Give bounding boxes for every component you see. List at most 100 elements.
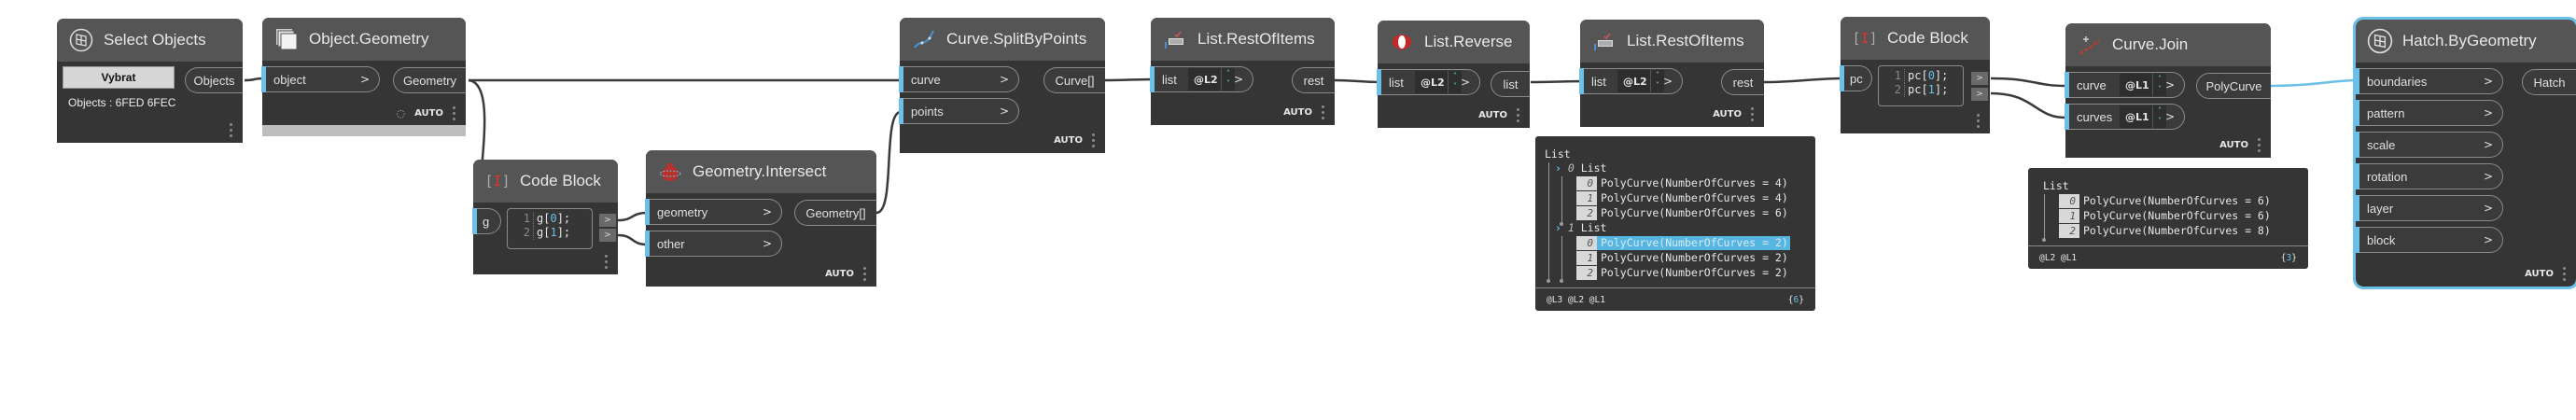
- output-port-geometry-array[interactable]: Geometry[]: [794, 200, 876, 226]
- input-port-pattern[interactable]: pattern>: [2355, 100, 2503, 126]
- lacing-level-selector[interactable]: @L1˄˅: [2120, 74, 2166, 96]
- node-list-rest-of-items-2[interactable]: List.RestOfItems list @L2˄˅ > rest AUTO: [1579, 20, 1764, 127]
- list-group-0[interactable]: › 0 List: [1555, 161, 1607, 175]
- input-port-rotation[interactable]: rotation>: [2355, 163, 2503, 189]
- node-header[interactable]: Curve.SplitByPoints: [900, 18, 1105, 61]
- input-port-block[interactable]: block>: [2355, 227, 2503, 253]
- output-port-objects[interactable]: Objects: [185, 67, 243, 93]
- input-port-curve[interactable]: curve @L1˄˅ >: [2065, 72, 2185, 98]
- level-spinner-icon[interactable]: ˄˅: [2152, 105, 2166, 128]
- input-port-pc[interactable]: pc: [1840, 65, 1872, 91]
- node-header[interactable]: Select Objects: [57, 19, 243, 62]
- output-port-line-1[interactable]: >: [1971, 72, 1988, 85]
- wire-rest2-to-cb2[interactable]: [1763, 77, 1845, 84]
- wire-curve-to-rest1[interactable]: [1104, 77, 1155, 82]
- node-header[interactable]: List.RestOfItems: [1151, 18, 1335, 61]
- lacing-level-selector[interactable]: @L1˄˅: [2120, 105, 2166, 128]
- input-port-g[interactable]: g: [472, 208, 501, 234]
- input-port-geometry[interactable]: geometry>: [645, 199, 782, 225]
- output-port-geometry[interactable]: Geometry: [393, 67, 466, 93]
- node-header[interactable]: List.Reverse: [1378, 21, 1530, 63]
- node-menu-icon[interactable]: [2563, 267, 2567, 281]
- node-menu-icon[interactable]: [1751, 107, 1755, 121]
- level-spinner-icon[interactable]: ˄˅: [1650, 70, 1664, 92]
- node-object-geometry[interactable]: Object.Geometry object> Geometry ◌ AUTO: [261, 18, 466, 136]
- node-menu-icon[interactable]: [453, 106, 456, 120]
- lacing-level-selector[interactable]: @L2˄˅: [1415, 71, 1462, 93]
- node-curve-join[interactable]: Curve.Join curve @L1˄˅ > curves @L1˄˅ > …: [2065, 23, 2271, 158]
- node-header[interactable]: List.RestOfItems: [1580, 20, 1764, 63]
- level-spinner-icon[interactable]: ˄˅: [1221, 68, 1235, 91]
- node-list-rest-of-items-1[interactable]: List.RestOfItems list @L2˄˅ > rest AUTO: [1150, 18, 1335, 125]
- input-port-object[interactable]: object>: [261, 66, 380, 92]
- node-menu-icon[interactable]: [1977, 114, 1981, 128]
- input-port-list[interactable]: list @L2˄˅ >: [1150, 66, 1253, 92]
- hidden-preview-icon[interactable]: ◌: [396, 107, 406, 119]
- wire-cb1-out2-to-other[interactable]: [617, 233, 649, 246]
- node-header[interactable]: [I] Code Block: [473, 160, 618, 203]
- node-select-objects[interactable]: Select Objects Vybrat Objects : 6FED 6FE…: [57, 19, 243, 143]
- output-port-line-1[interactable]: >: [599, 214, 616, 227]
- node-menu-icon[interactable]: [230, 123, 233, 137]
- input-port-layer[interactable]: layer>: [2355, 195, 2503, 221]
- output-port-rest[interactable]: rest: [1292, 67, 1335, 93]
- node-header[interactable]: Curve.Join: [2065, 23, 2271, 66]
- node-curve-split-by-points[interactable]: Curve.SplitByPoints curve> points> Curve…: [899, 18, 1105, 153]
- expand-chevron-icon[interactable]: ›: [1555, 161, 1561, 175]
- input-port-other[interactable]: other>: [645, 231, 782, 257]
- output-port-hatch[interactable]: Hatch: [2522, 69, 2576, 95]
- output-port-rest[interactable]: rest: [1721, 69, 1764, 95]
- lacing-level-selector[interactable]: @L2˄˅: [1617, 70, 1664, 92]
- wire-cb1-out1-to-geometry[interactable]: [617, 211, 649, 222]
- node-header[interactable]: [I] Code Block: [1841, 17, 1990, 60]
- node-geometry-intersect[interactable]: Geometry.Intersect geometry> other> Geom…: [645, 150, 876, 287]
- node-list-reverse[interactable]: List.Reverse list @L2˄˅ > list AUTO: [1377, 21, 1530, 128]
- output-port-polycurve[interactable]: PolyCurve: [2196, 73, 2271, 99]
- wire-rest1-to-reverse[interactable]: [1334, 78, 1380, 84]
- node-menu-icon[interactable]: [2258, 138, 2261, 152]
- wire-cb2-out2-to-curves[interactable]: [1990, 91, 2066, 119]
- node-menu-icon[interactable]: [1517, 108, 1520, 122]
- node-header[interactable]: Object.Geometry: [262, 18, 466, 61]
- level-spinner-icon[interactable]: ˄˅: [1448, 71, 1462, 93]
- output-port-line-2[interactable]: >: [1971, 88, 1988, 101]
- expand-chevron-icon[interactable]: ›: [1555, 221, 1561, 234]
- wire-polycurve-to-boundaries[interactable]: [2270, 78, 2358, 88]
- node-header[interactable]: Geometry.Intersect: [646, 150, 876, 193]
- level-spinner-icon[interactable]: ˄˅: [2152, 74, 2166, 96]
- node-menu-icon[interactable]: [605, 255, 609, 269]
- wire-reverse-to-rest2[interactable]: [1530, 79, 1585, 84]
- node-menu-icon[interactable]: [863, 267, 867, 281]
- input-port-boundaries[interactable]: boundaries>: [2355, 68, 2503, 94]
- input-port-list[interactable]: list @L2˄˅ >: [1579, 68, 1683, 94]
- input-port-points[interactable]: points>: [899, 98, 1019, 124]
- input-port-curves[interactable]: curves @L1˄˅ >: [2065, 104, 2185, 130]
- input-port-curve[interactable]: curve>: [899, 66, 1019, 92]
- input-port-scale[interactable]: scale>: [2355, 132, 2503, 158]
- wire-intersect-to-points[interactable]: [875, 110, 902, 215]
- output-port-line-2[interactable]: >: [599, 229, 616, 242]
- list-group-1[interactable]: › 1 List: [1555, 221, 1607, 234]
- select-button[interactable]: Vybrat: [63, 66, 175, 89]
- node-header[interactable]: Hatch.ByGeometry: [2356, 20, 2576, 63]
- input-port-list[interactable]: list @L2˄˅ >: [1377, 69, 1480, 95]
- output-port-list[interactable]: list: [1491, 71, 1530, 97]
- node-menu-icon[interactable]: [1092, 133, 1096, 147]
- node-menu-icon[interactable]: [1322, 105, 1325, 119]
- lacing-level-selector[interactable]: @L2˄˅: [1188, 68, 1235, 91]
